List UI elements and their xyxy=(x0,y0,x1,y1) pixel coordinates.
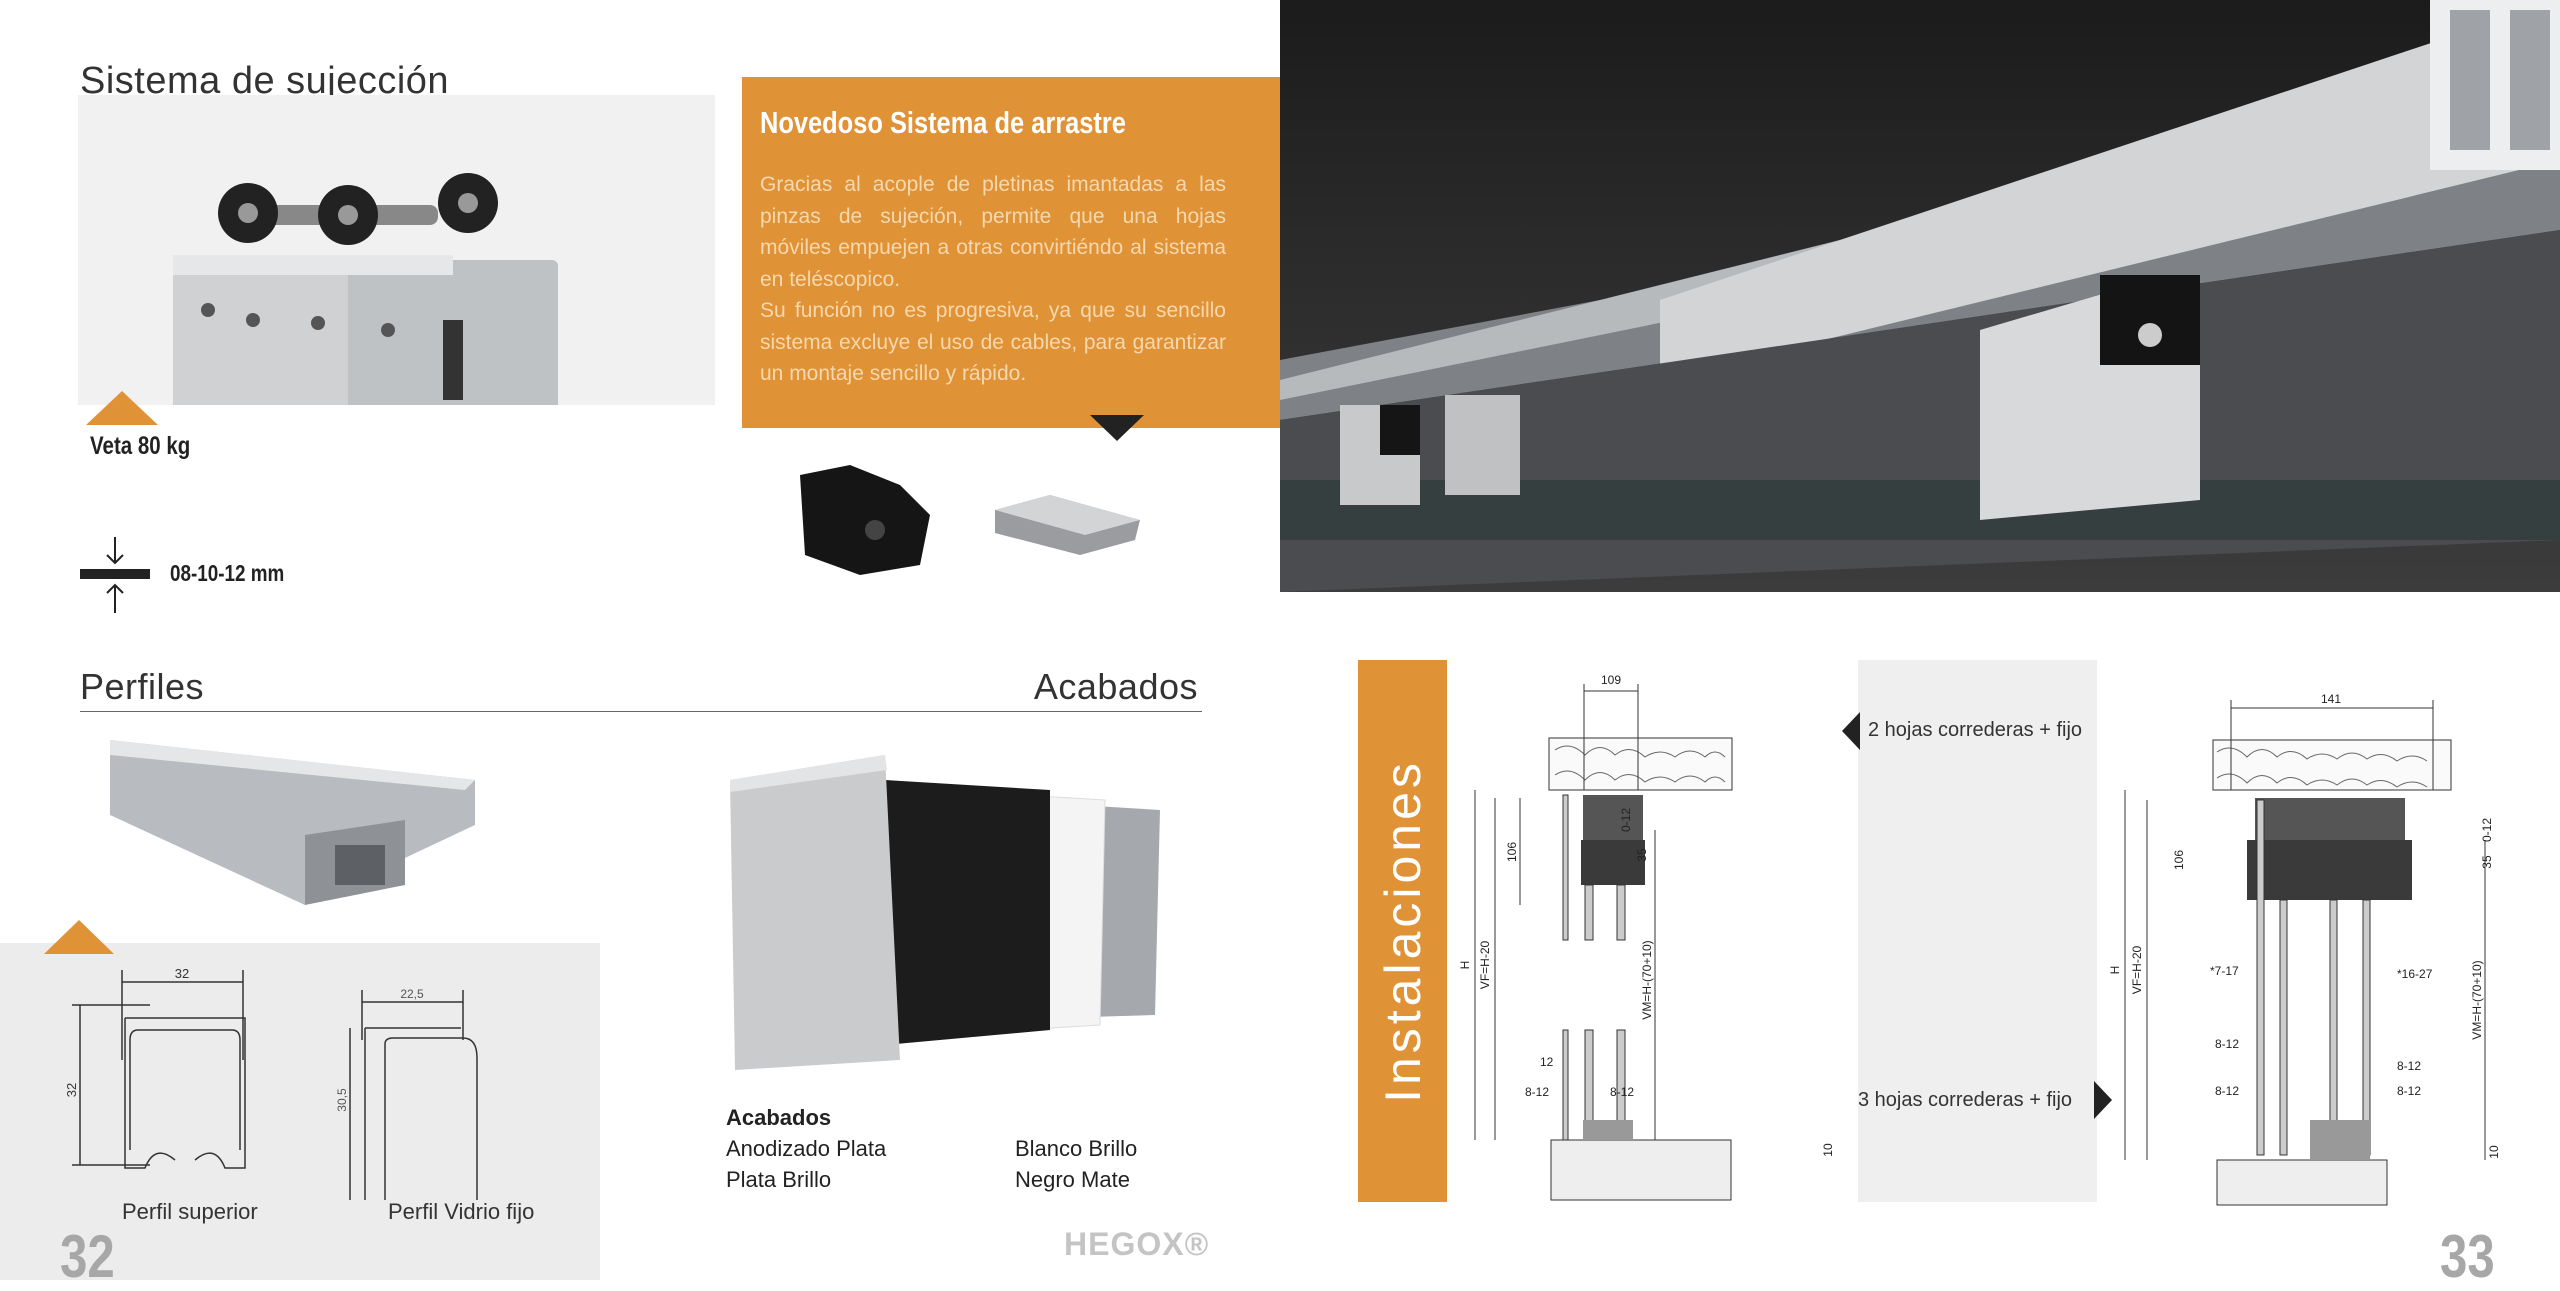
finish-item: Anodizado Plata xyxy=(726,1136,887,1161)
finishes-heading: Acabados xyxy=(726,1105,832,1130)
installations-title: Instalaciones xyxy=(1374,759,1431,1103)
dim-10: 10 xyxy=(1821,1143,1835,1157)
dim-8-12-left: 8-12 xyxy=(1525,1085,1549,1099)
installation-photo xyxy=(1280,0,2560,592)
profile-superior-width: 32 xyxy=(175,966,189,981)
finish-item: Plata Brillo xyxy=(726,1167,832,1192)
page-number-left: 32 xyxy=(60,1223,115,1290)
profiles-panel xyxy=(0,943,600,1280)
dim-vf: VF=H-20 xyxy=(2130,946,2144,995)
dim-vf: VF=H-20 xyxy=(1478,941,1492,990)
dim-vm: VM=H-(70+10) xyxy=(1640,940,1654,1019)
dim-8-12: 8-12 xyxy=(2397,1059,2421,1073)
dim-0-12: 0-12 xyxy=(1619,808,1633,832)
dim-vm: VM=H-(70+10) xyxy=(2470,960,2484,1039)
dim-h: H xyxy=(1458,961,1472,970)
profile-photo xyxy=(105,735,485,910)
dim-35: 35 xyxy=(1635,848,1649,862)
dim-8-12: 8-12 xyxy=(2215,1037,2239,1051)
dim-8-12: 8-12 xyxy=(2215,1084,2239,1098)
dim-7-17: *7-17 xyxy=(2210,964,2239,978)
drag-system-text: Gracias al acople de pletinas imantadas … xyxy=(760,169,1226,390)
profile-vidrio-label: Perfil Vidrio fijo xyxy=(388,1199,535,1224)
clamp-product-photo xyxy=(78,95,715,430)
orange-triangle-marker-2 xyxy=(44,920,114,954)
label-3-leaves: 3 hojas correderas + fijo xyxy=(1858,1089,2073,1111)
black-triangle-marker xyxy=(1090,415,1144,441)
dim-width: 141 xyxy=(2321,692,2341,706)
dim-10: 10 xyxy=(2487,1145,2501,1159)
label-2-leaves: 2 hojas correderas + fijo xyxy=(1868,719,2083,741)
profile-superior-label: Perfil superior xyxy=(122,1199,258,1224)
weight-label: Veta 80 kg xyxy=(90,432,191,460)
dim-16-27: *16-27 xyxy=(2397,967,2433,981)
profile-drawings: 32 32 22,5 30,5 xyxy=(64,966,478,1200)
dim-h: H xyxy=(2108,966,2122,975)
profile-superior-height: 32 xyxy=(64,1083,79,1097)
drag-system-title: Novedoso Sistema de arrastre xyxy=(760,105,1126,140)
dim-35: 35 xyxy=(2480,855,2494,869)
finish-item: Negro Mate xyxy=(1015,1167,1130,1192)
finishes-list-2: Blanco Brillo Negro Mate xyxy=(1015,1133,1137,1195)
diagram-2-leaves: 109 H VF=H-20 VM=H-(70+10) 106 0-12 35 1… xyxy=(1458,673,1835,1201)
drag-system-paragraph-1: Gracias al acople de pletinas imantadas … xyxy=(760,173,1226,291)
finishes-photo xyxy=(725,750,1165,1070)
magnet-parts-photo xyxy=(790,455,1150,580)
diagram-3-leaves: 141 H VF=H-20 VM=H-(70+10) 106 0-12 35 *… xyxy=(2108,692,2501,1206)
drag-system-box: Novedoso Sistema de arrastre Gracias al … xyxy=(742,77,1280,428)
dim-0-12: 0-12 xyxy=(2480,818,2494,842)
dim-12: 12 xyxy=(1540,1055,1554,1069)
finish-item: Blanco Brillo xyxy=(1015,1136,1138,1161)
drag-system-paragraph-2: Su función no es progresiva, ya que su s… xyxy=(760,299,1226,385)
page-number-right: 33 xyxy=(2440,1223,2495,1290)
section-divider xyxy=(80,711,1202,712)
section-title-acabados: Acabados xyxy=(1033,666,1198,707)
arrow-right-icon xyxy=(2094,1081,2112,1119)
installations-bar: Instalaciones xyxy=(1358,660,1447,1202)
glass-thickness-icon xyxy=(80,535,150,615)
orange-triangle-marker xyxy=(86,391,158,425)
dim-width: 109 xyxy=(1601,673,1621,687)
dim-8-12: 8-12 xyxy=(2397,1084,2421,1098)
dim-106: 106 xyxy=(1505,842,1519,862)
profile-vidrio-height: 30,5 xyxy=(335,1088,349,1112)
glass-thickness-label: 08-10-12 mm xyxy=(170,560,285,586)
brand-logo: HEGOX® xyxy=(1064,1226,1210,1262)
section-title-perfiles: Perfiles xyxy=(80,666,205,707)
arrow-left-icon xyxy=(1842,712,1860,750)
profile-vidrio-width: 22,5 xyxy=(400,987,424,1001)
dim-106: 106 xyxy=(2172,850,2186,870)
installations-middle-panel xyxy=(1858,660,2097,1202)
finishes-list: Acabados Anodizado Plata Plata Brillo xyxy=(726,1102,886,1195)
dim-8-12-right: 8-12 xyxy=(1610,1085,1634,1099)
